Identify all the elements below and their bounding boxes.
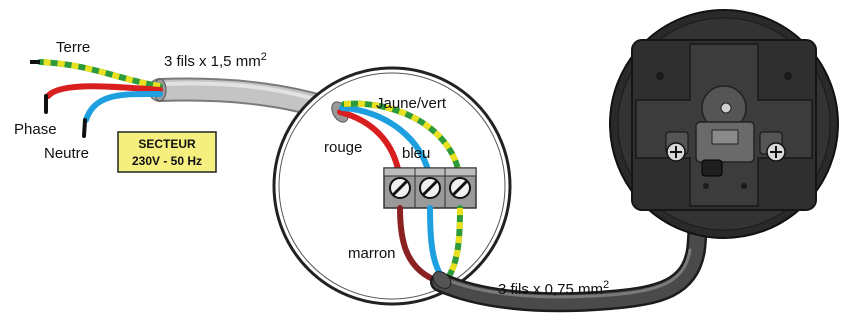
label-jaune-vert: Jaune/vert — [376, 95, 447, 112]
terminal-block — [383, 167, 477, 209]
motor-head — [609, 9, 839, 239]
secteur-line1: SECTEUR — [138, 137, 196, 151]
screw-terminal-3 — [449, 177, 471, 199]
label-cable-main: 3 fils x 1,5 mm2 — [164, 51, 267, 70]
phase-wire-left — [45, 83, 163, 99]
motor-screw-left — [666, 142, 686, 162]
label-cable-motor: 3 fils x 0,75 mm2 — [498, 279, 609, 298]
label-neutre: Neutre — [44, 145, 89, 162]
motor-screw-right — [766, 142, 786, 162]
label-marron: marron — [348, 245, 396, 262]
screw-terminal-1 — [389, 177, 411, 199]
screw-terminal-2 — [419, 177, 441, 199]
brown-wire-box — [397, 205, 443, 285]
secteur-line2: 230V - 50 Hz — [132, 154, 202, 168]
secteur-box: SECTEUR 230V - 50 Hz — [117, 131, 217, 173]
neutral-wire-left — [83, 90, 163, 123]
label-rouge: rouge — [324, 139, 362, 156]
neutral-wire-box — [339, 105, 433, 183]
label-phase: Phase — [14, 121, 57, 138]
earth-wire-box-out — [445, 205, 463, 281]
label-terre: Terre — [56, 39, 90, 56]
label-bleu: bleu — [402, 145, 430, 162]
